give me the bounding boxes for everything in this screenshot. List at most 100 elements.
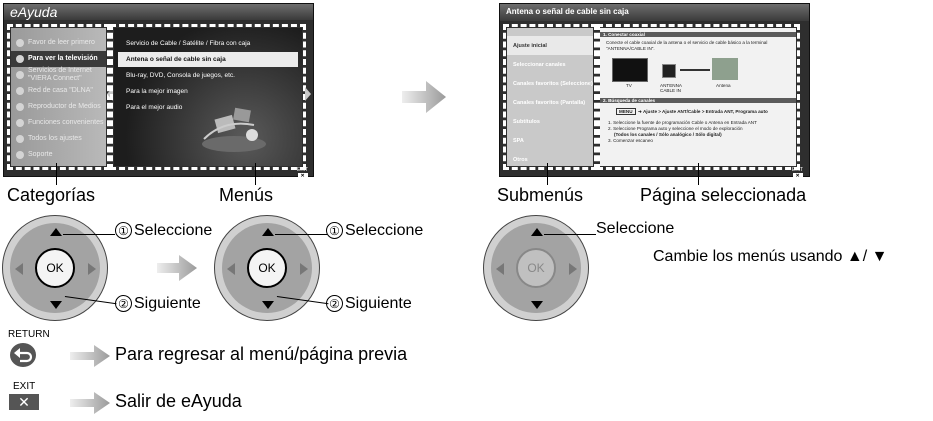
- port-image: [662, 64, 676, 78]
- port-label2: CABLE IN: [660, 88, 681, 93]
- port-label1: ANTENNA: [660, 83, 682, 88]
- exit-key-label: EXIT: [13, 381, 36, 392]
- return-key-label: RETURN: [8, 329, 50, 340]
- exit-mini-icon: ✕: [297, 173, 308, 179]
- menu-item[interactable]: Antena o señal de cable sin caja: [118, 52, 298, 67]
- decorative-graphic: [202, 107, 266, 152]
- return-button[interactable]: [10, 343, 36, 367]
- menu-path: ➜ Ajuste > Ajuste ANT/Cable > Entrada AN…: [638, 109, 768, 114]
- step1: 1. Seleccione la fuente de programación …: [608, 120, 757, 125]
- antenna-image: [712, 58, 738, 80]
- exit-button[interactable]: ✕: [9, 394, 39, 410]
- menus-pointer: [255, 163, 256, 185]
- label-menus: Menús: [219, 185, 274, 205]
- submenus-pointer: [547, 163, 548, 185]
- category-item[interactable]: Funciones convenientes: [11, 115, 106, 131]
- ok-button[interactable]: OK: [35, 248, 75, 288]
- menu-item[interactable]: Blu-ray, DVD, Consola de juegos, etc.: [126, 72, 235, 79]
- flow-arrow-icon: [402, 81, 446, 113]
- submenu-item[interactable]: Canales favoritos (Seleccione): [513, 80, 593, 87]
- step2b: (Todos los canales / Sólo analógico / Só…: [614, 132, 722, 137]
- down-arrow-icon: [262, 301, 274, 309]
- left-arrow-icon: [15, 263, 23, 275]
- up-arrow-icon: [50, 228, 62, 236]
- return-text: Para regresar al menú/página previa: [115, 344, 408, 364]
- categorias-pointer: [56, 163, 57, 185]
- category-label: Servicios de Internet "VIERA Connect": [28, 67, 92, 82]
- submenus-highlight: [503, 24, 597, 170]
- category-label: Funciones convenientes: [28, 119, 104, 126]
- category-item[interactable]: Favor de leer primero: [11, 35, 106, 51]
- ok-button[interactable]: OK: [247, 248, 287, 288]
- page-section1-text2: "ANTENNA/CABLE IN".: [606, 46, 655, 51]
- category-item[interactable]: Servicios de Internet "VIERA Connect": [11, 67, 106, 83]
- next-text: Siguiente: [134, 295, 201, 312]
- right-screen-title-bar: Antena o señal de cable sin caja: [500, 4, 809, 21]
- right-screen: Antena o señal de cable sin caja Ajuste …: [499, 3, 810, 179]
- tv-label: TV: [626, 83, 632, 88]
- menu-key: MENU: [616, 108, 636, 115]
- dpad-middle: OK: [214, 215, 320, 321]
- step2: 2. Seleccione Programa auto y seleccione…: [608, 126, 743, 131]
- category-label: Para ver la televisión: [28, 55, 98, 62]
- up-arrow-icon: [262, 228, 274, 236]
- exit-arrow-icon: [70, 392, 110, 414]
- left-arrow-icon: [496, 263, 504, 275]
- category-icon: [16, 103, 24, 111]
- menu-item[interactable]: Para el mejor audio: [126, 104, 183, 111]
- exit-mini-icon: ✕: [792, 173, 803, 179]
- exit-mini-label: EXIT: [792, 167, 804, 173]
- change-menus-label: Cambie los menús usando ▲/ ▼: [653, 248, 888, 265]
- category-item[interactable]: Red de casa "DLNA": [11, 83, 106, 99]
- down-arrow-icon: [531, 301, 543, 309]
- select-text: Seleccione: [134, 222, 213, 239]
- pagina-pointer: [698, 163, 699, 185]
- dpad-right: OK: [483, 215, 589, 321]
- antenna-label: Antena: [716, 83, 731, 88]
- label-categorias: Categorías: [7, 185, 96, 205]
- return-arrow-icon: [70, 345, 110, 367]
- tv-image: [612, 58, 648, 82]
- category-item[interactable]: Soporte: [11, 147, 106, 163]
- right-arrow-icon: [569, 263, 577, 275]
- left-arrow-icon: [227, 263, 235, 275]
- menu-item[interactable]: Para la mejor imagen: [126, 88, 188, 95]
- category-item[interactable]: Reproductor de Medios: [11, 99, 106, 115]
- category-item[interactable]: Para ver la televisión: [11, 51, 106, 67]
- select-connector: [275, 234, 327, 235]
- category-icon: [16, 39, 24, 47]
- flow-arrow-small-icon: [157, 255, 197, 281]
- right-arrow-icon: [88, 263, 96, 275]
- submenu-item[interactable]: SPA: [513, 137, 524, 144]
- category-label: Reproductor de Medios: [28, 103, 101, 110]
- down-arrow-icon: [50, 301, 62, 309]
- label-pagina: Página seleccionada: [640, 185, 807, 205]
- category-item[interactable]: Todos los ajustes: [11, 131, 106, 147]
- select-connector: [544, 234, 596, 235]
- exit-mini-label: EXIT: [297, 167, 309, 173]
- submenu-item[interactable]: Canales favoritos (Pantalla): [513, 99, 586, 106]
- submenu-item[interactable]: Otros: [513, 156, 528, 163]
- submenu-item[interactable]: Subtítulos: [513, 118, 540, 125]
- screen-title: eAyuda: [10, 4, 58, 20]
- submenu-item[interactable]: Seleccionar canales: [513, 61, 566, 68]
- submenu-item[interactable]: Ajuste inicial: [507, 36, 593, 55]
- category-label: Favor de leer primero: [28, 39, 95, 46]
- ok-button[interactable]: OK: [516, 248, 556, 288]
- menu-item[interactable]: Servicio de Cable / Satélite / Fibra con…: [126, 40, 251, 47]
- step-number-2: ②: [326, 295, 343, 313]
- page-highlight: [597, 24, 800, 170]
- select-label: Seleccione: [596, 220, 675, 237]
- step-number-1: ①: [115, 222, 132, 240]
- category-icon: [16, 55, 24, 63]
- screen-title: Antena o señal de cable sin caja: [506, 7, 629, 16]
- right-arrow-indicator: [305, 87, 311, 101]
- category-label: Soporte: [28, 151, 53, 158]
- category-icon: [16, 135, 24, 143]
- select-text: Seleccione: [345, 222, 424, 239]
- page-section1: 1. Conectar coaxial: [600, 32, 796, 37]
